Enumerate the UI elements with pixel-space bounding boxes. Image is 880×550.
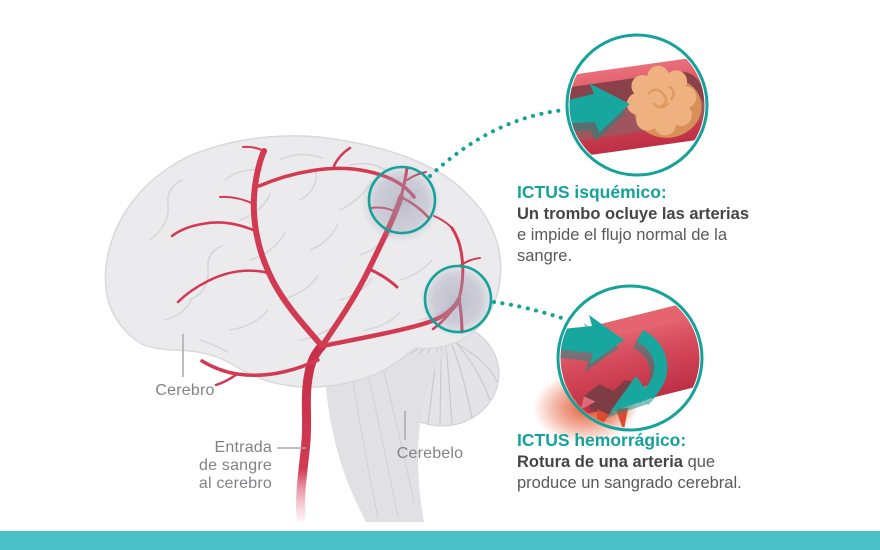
ischemic-description-line1: Un trombo ocluye las arterias	[517, 205, 749, 223]
hemorrhagic-description-line1: Rotura de una arteria que	[517, 453, 716, 471]
ischemic-text-block: ICTUS isquémico: Un trombo ocluye las ar…	[517, 181, 797, 267]
label-cerebro: Cerebro	[155, 382, 215, 399]
ischemic-heading: ICTUS isquémico:	[517, 182, 667, 202]
blood-clot-illustration	[626, 65, 702, 138]
hemorrhagic-heading: ICTUS hemorrágico:	[517, 430, 687, 450]
ischemic-dotted-connector	[428, 108, 566, 178]
hemorrhagic-callout-circle	[533, 284, 704, 444]
blood-leak-arrow-icon	[560, 315, 668, 418]
label-entrada: Entrada de sangre al cerebro	[158, 439, 272, 493]
ischemic-region-shade	[361, 163, 441, 243]
hemorrhagic-dotted-connector	[492, 300, 570, 322]
bottom-accent-bar	[0, 531, 880, 550]
hemorrhagic-highlight-circle	[423, 264, 493, 334]
label-cerebelo: Cerebelo	[396, 445, 464, 462]
label-entrada-line2: de sangre	[199, 457, 272, 474]
brain-illustration	[104, 135, 502, 522]
ischemic-callout-circle	[565, 33, 709, 177]
hemorrhagic-description-line2: produce un sangrado cerebral.	[517, 474, 742, 492]
label-entrada-line1: Entrada	[214, 439, 272, 456]
ischemic-highlight-circle	[367, 165, 437, 235]
artery-cutaway-illustration	[569, 55, 705, 156]
hemorrhagic-text-block: ICTUS hemorrágico: Rotura de una arteria…	[517, 429, 797, 494]
ischemic-description-line3: sangre.	[517, 247, 573, 265]
hemorrhagic-region-shade	[420, 263, 494, 337]
label-leader-lines	[182, 334, 406, 449]
label-entrada-line3: al cerebro	[198, 475, 272, 492]
ischemic-description-line2: e impide el flujo normal de la	[517, 226, 728, 244]
